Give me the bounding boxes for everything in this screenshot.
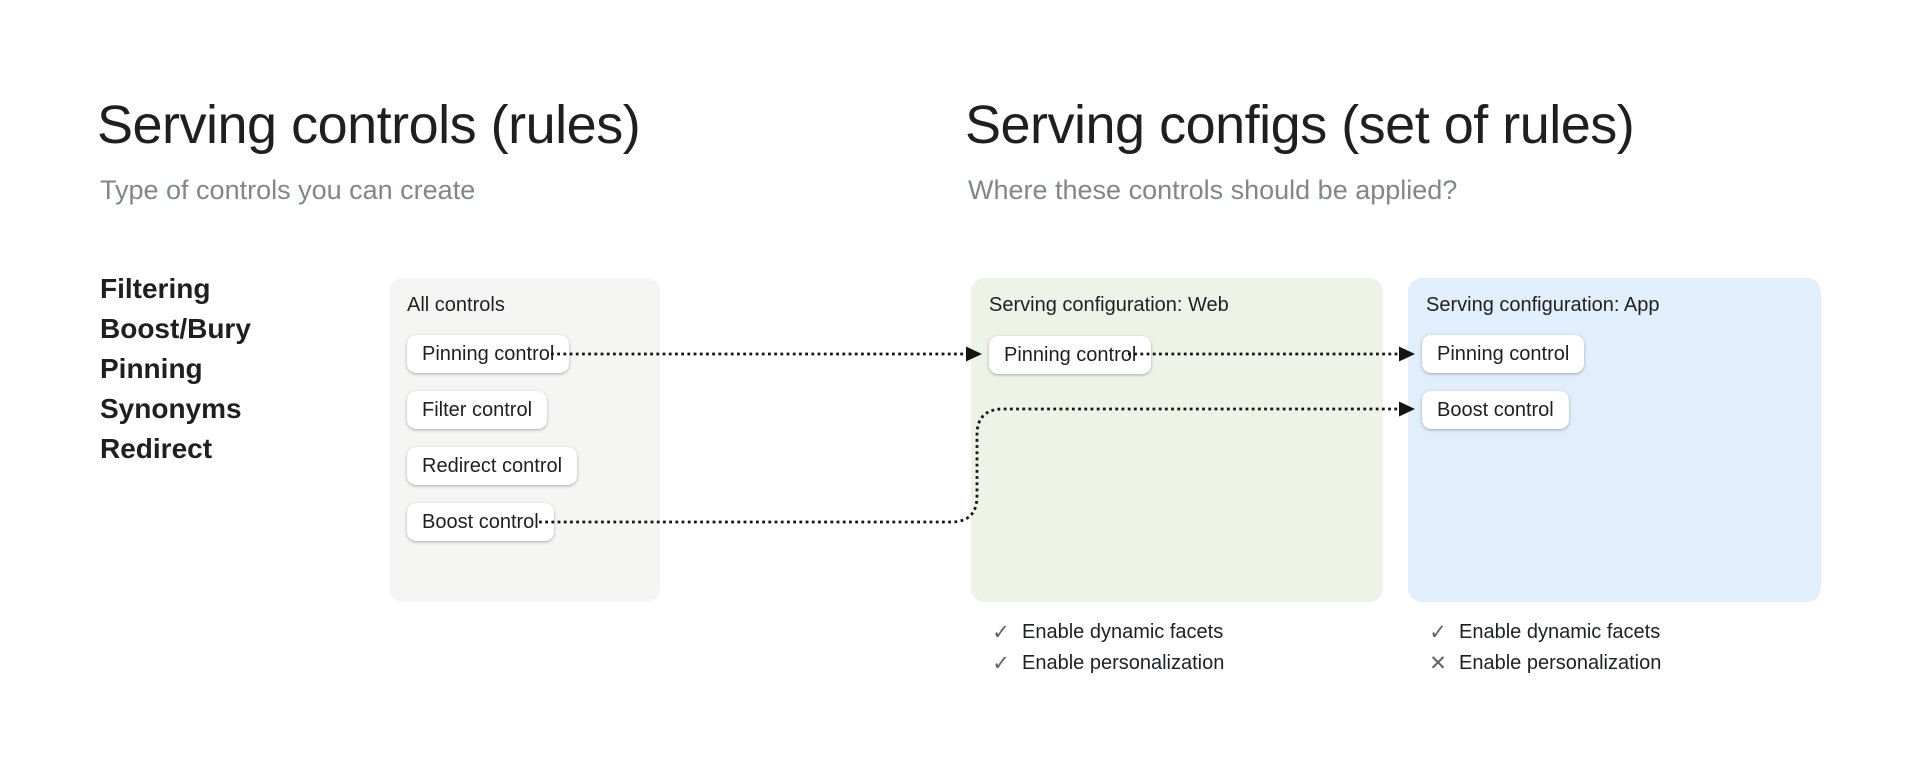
serving-configs-subtitle: Where these controls should be applied? (968, 175, 1458, 205)
all-controls-redirect-control-chip[interactable]: Redirect control (407, 447, 578, 485)
app-pinning-control-chip[interactable]: Pinning control (1422, 335, 1585, 373)
check-icon: ✓ (992, 621, 1010, 644)
web-feature-list: ✓ Enable dynamic facets ✓ Enable persona… (989, 617, 1224, 679)
control-type-redirect: Redirect (100, 433, 213, 464)
check-icon: ✓ (1429, 621, 1447, 644)
app-feature-list: ✓ Enable dynamic facets ✕ Enable persona… (1426, 617, 1661, 679)
web-feature-dynamic-facets: ✓ Enable dynamic facets (989, 617, 1224, 648)
web-feature-dynamic-facets-label: Enable dynamic facets (1022, 621, 1224, 643)
app-feature-personalization-label: Enable personalization (1459, 652, 1662, 674)
app-boost-control-chip[interactable]: Boost control (1422, 391, 1569, 429)
all-controls-filter-control-chip[interactable]: Filter control (407, 391, 548, 429)
cross-icon: ✕ (1429, 652, 1447, 675)
web-feature-personalization-label: Enable personalization (1022, 652, 1225, 674)
web-pinning-control-chip[interactable]: Pinning control (989, 336, 1152, 374)
serving-controls-subtitle: Type of controls you can create (100, 175, 476, 205)
control-type-list: Filtering Boost/Bury Pinning Synonyms Re… (100, 269, 251, 469)
serving-configs-title: Serving configs (set of rules) (965, 95, 1635, 155)
serving-config-web-card: Serving configuration: Web Pinning contr… (971, 278, 1383, 602)
serving-controls-title: Serving controls (rules) (97, 95, 641, 155)
all-controls-boost-control-chip[interactable]: Boost control (407, 503, 554, 541)
check-icon: ✓ (992, 652, 1010, 675)
app-feature-personalization: ✕ Enable personalization (1426, 648, 1661, 679)
control-type-synonyms: Synonyms (100, 393, 242, 424)
control-type-filtering: Filtering (100, 273, 211, 304)
app-feature-dynamic-facets: ✓ Enable dynamic facets (1426, 617, 1661, 648)
control-type-boost-bury: Boost/Bury (100, 313, 251, 344)
serving-config-app-card: Serving configuration: App Pinning contr… (1408, 278, 1821, 602)
all-controls-card: All controls Pinning control Filter cont… (389, 278, 660, 602)
all-controls-pinning-control-chip[interactable]: Pinning control (407, 335, 570, 373)
web-card-header: Serving configuration: Web (989, 294, 1229, 316)
web-feature-personalization: ✓ Enable personalization (989, 648, 1224, 679)
app-feature-dynamic-facets-label: Enable dynamic facets (1459, 621, 1661, 643)
app-card-header: Serving configuration: App (1426, 294, 1660, 316)
control-type-pinning: Pinning (100, 353, 203, 384)
all-controls-card-header: All controls (407, 294, 505, 316)
